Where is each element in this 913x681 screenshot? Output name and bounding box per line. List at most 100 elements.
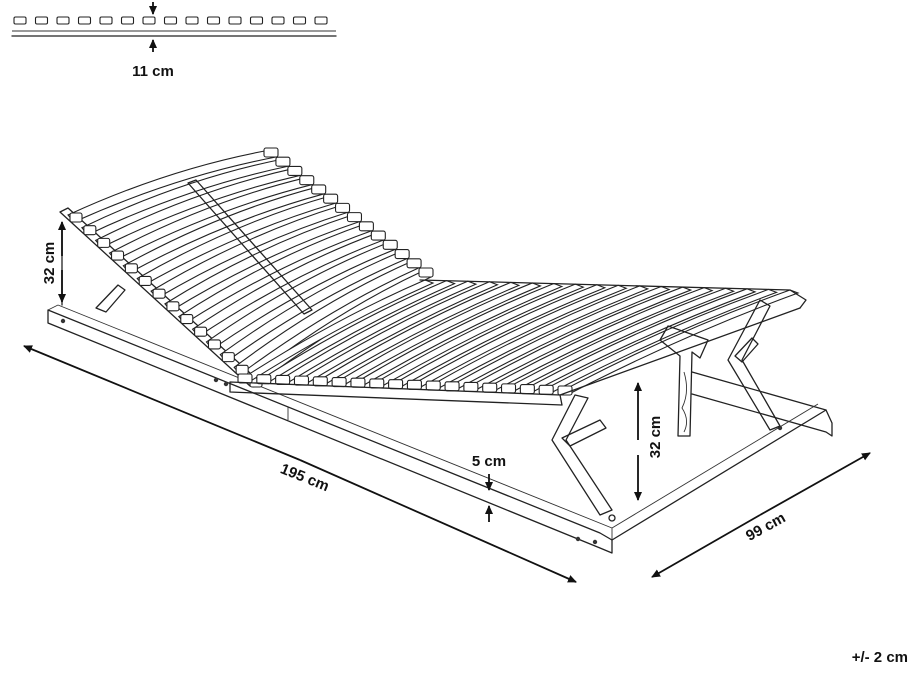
slat-cap	[207, 339, 222, 350]
slat-cap	[221, 352, 235, 363]
backrest-strap	[187, 179, 313, 315]
slat-cap	[369, 378, 385, 389]
slat-cap	[406, 258, 422, 269]
flat-slat	[313, 281, 521, 386]
strap-fold	[681, 371, 687, 433]
slat-cap	[287, 165, 303, 177]
slat-cap	[370, 230, 386, 241]
slat-height-label: 11 cm	[132, 63, 174, 80]
flat-slat	[238, 279, 435, 383]
slat-peg	[142, 16, 156, 25]
slatted-frame-rails	[229, 279, 807, 406]
base-frame	[47, 304, 833, 554]
flat-slat	[483, 287, 714, 392]
slat-cap	[138, 275, 152, 287]
slat-cap	[166, 301, 180, 312]
slat-profile-detail	[11, 2, 337, 52]
flat-slat	[520, 288, 757, 394]
slat-cap	[331, 376, 347, 388]
slat-pegs	[13, 16, 328, 25]
slat-cap	[263, 147, 279, 158]
slat-peg	[99, 16, 113, 25]
slat-peg	[228, 16, 242, 25]
flat-slat	[295, 281, 499, 385]
hanging-strap	[659, 325, 709, 437]
slat-cap	[97, 237, 111, 248]
head-height-label: 32 cm	[41, 242, 58, 285]
slat-cap	[152, 288, 166, 299]
slat-cap	[180, 313, 194, 325]
slat-peg	[249, 16, 264, 25]
slat-cap	[444, 381, 460, 392]
width-arrow-left	[651, 514, 761, 578]
length-arrow-right	[299, 459, 577, 583]
length-arrow-left	[23, 345, 301, 461]
slat-cap	[350, 377, 366, 388]
flat-slat	[276, 280, 478, 384]
flat-slat	[445, 285, 671, 391]
slat-cap	[312, 376, 328, 387]
slat-peg	[77, 16, 92, 25]
foot-legs	[551, 299, 781, 522]
slat-cap	[358, 221, 374, 232]
slat-cap	[110, 250, 125, 261]
slat-peg	[185, 16, 199, 25]
slat-cap	[275, 156, 291, 167]
tolerance-label: +/- 2 cm	[852, 649, 908, 666]
slat-cap	[463, 381, 479, 393]
slat-peg	[120, 16, 135, 25]
slat-cap	[311, 184, 327, 195]
flat-slat	[426, 285, 650, 390]
flat-slat	[464, 286, 693, 392]
dimension-lines	[23, 221, 871, 583]
slat-cap	[69, 212, 83, 223]
slat-cap	[124, 263, 138, 274]
flat-slats	[237, 279, 800, 396]
flat-slat	[332, 282, 542, 387]
slat-peg	[163, 16, 178, 25]
slat-peg	[314, 16, 328, 25]
slat-cap	[293, 375, 310, 386]
slat-cap	[323, 193, 339, 204]
slat-cap	[83, 225, 97, 236]
slat-peg	[34, 16, 49, 25]
flat-slat	[389, 284, 607, 389]
slat-cap	[235, 364, 249, 375]
slat-cap	[237, 373, 253, 384]
slat-cap	[418, 267, 434, 278]
flat-slat	[501, 287, 736, 393]
frame-height-label: 5 cm	[472, 453, 506, 470]
slat-cap	[482, 382, 498, 393]
width-label: 99 cm	[743, 509, 788, 544]
slat-cap	[334, 202, 351, 213]
slat-cap	[425, 380, 441, 391]
slat-peg	[56, 16, 70, 25]
slat-cap	[388, 379, 404, 390]
slat-cap	[382, 239, 398, 250]
slat-peg	[292, 16, 307, 25]
flat-slat	[351, 282, 564, 387]
flat-slat	[257, 279, 456, 384]
slat-cap	[346, 212, 363, 223]
slat-peg	[271, 16, 285, 25]
slat-cap	[406, 379, 422, 390]
slat-peg	[13, 16, 27, 25]
slat-cap	[194, 326, 208, 337]
flat-slat	[407, 284, 628, 389]
slat-cap	[538, 384, 554, 395]
slat-cap	[256, 374, 272, 385]
leg-height-label: 32 cm	[647, 416, 664, 459]
slat-cap	[394, 248, 410, 260]
length-label: 195 cm	[278, 460, 332, 495]
slat-cap	[500, 383, 517, 394]
slat-cap	[275, 374, 291, 385]
slat-peg	[206, 16, 221, 25]
flat-slat	[370, 283, 585, 388]
slat-cap	[519, 384, 535, 395]
width-arrow-right	[759, 452, 871, 516]
slat-cap	[299, 175, 315, 186]
backrest-slats	[67, 147, 434, 388]
flat-slat	[558, 289, 800, 395]
flat-slat	[539, 288, 779, 394]
